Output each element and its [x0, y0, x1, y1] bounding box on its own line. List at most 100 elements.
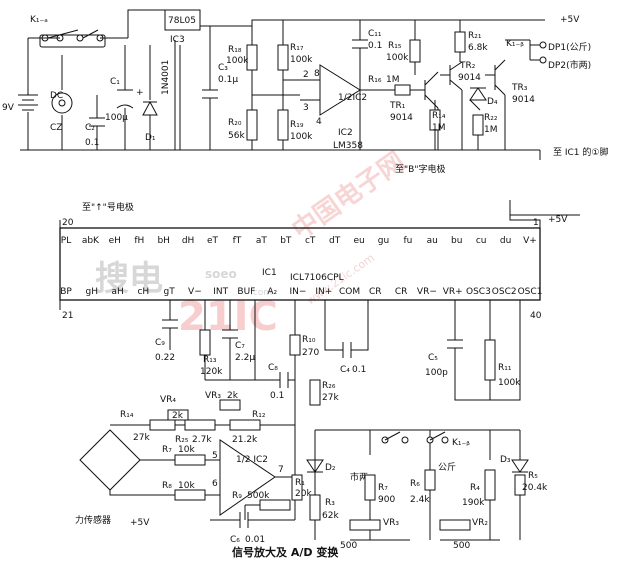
- ic1-top-pin-4: bH: [157, 236, 169, 246]
- diode-d1: [142, 100, 158, 116]
- label-r12-val: 21.2k: [232, 435, 258, 445]
- label-r21: R₂₁: [468, 31, 482, 41]
- label-c11: C₁₁: [368, 29, 382, 39]
- label-plus5v-ic: +5V: [548, 215, 568, 225]
- label-tr2: TR₂: [459, 61, 476, 71]
- label-sensor: 力传感器: [75, 514, 111, 526]
- resistor-r17: [277, 44, 289, 71]
- resistor-r21: [454, 31, 466, 53]
- label-c7-val: 2.2μ: [235, 353, 255, 363]
- label-c2-val: 0.1: [85, 138, 99, 148]
- label-r21-val: 6.8k: [468, 43, 488, 53]
- label-r4: R₄: [470, 483, 480, 493]
- ic1-bottom-pin-7: BUF: [237, 287, 255, 297]
- label-r18: R₁₈: [228, 45, 242, 55]
- resistor-r3: [309, 494, 321, 521]
- label-r17-val: 100k: [290, 55, 313, 65]
- capacitor-c6: [239, 512, 249, 528]
- battery: [18, 94, 38, 111]
- label-dp1: DP1(公斤): [548, 42, 591, 53]
- label-r3: R₃: [325, 498, 335, 508]
- label-r7-bottom-val: 10k: [178, 445, 195, 455]
- ic1-bottom-pin-9: IN−: [290, 287, 307, 297]
- resistor-r19: [277, 109, 289, 141]
- label-r15-val: 100k: [386, 53, 409, 63]
- label-tr1: TR₁: [389, 101, 406, 111]
- pot-vr4: [167, 409, 189, 421]
- ic1-body: [59, 227, 541, 301]
- label-r14-top-val: 1M: [432, 123, 446, 133]
- ic1-top-pin-12: eu: [353, 236, 364, 246]
- label-r25-val: 2.7k: [192, 435, 212, 445]
- resistor-r12: [229, 419, 261, 431]
- label-c4: C₄: [340, 365, 350, 375]
- capacitor-c2: [89, 117, 105, 127]
- ic1-top-pin-10: cT: [305, 236, 316, 246]
- label-vr3a: VR₃: [205, 391, 221, 401]
- watermark-digits: 21IC: [178, 294, 278, 340]
- label-c4-val: 0.1: [352, 365, 366, 375]
- label-r15: R₁₅: [388, 41, 402, 51]
- resistor-r11: [484, 339, 496, 381]
- resistor-r14-top: [429, 109, 441, 131]
- label-c8-val: 0.1: [270, 391, 284, 401]
- label-op-pin2: 2: [303, 70, 309, 80]
- label-r3-val: 62k: [322, 511, 339, 521]
- resistor-r14-bottom: [149, 419, 176, 431]
- ic1-bottom-pin-8: A₂: [267, 287, 277, 297]
- label-r16: R₁₆: [368, 75, 382, 85]
- label-vr3a-val: 2k: [227, 391, 239, 401]
- label-to-ic1: 至 IC1 的①脚: [553, 146, 608, 158]
- ic1-bottom-pin-0: BP: [60, 287, 72, 297]
- ic1-bottom-pin-15: VR+: [443, 287, 463, 297]
- ic1-top-pin-3: fH: [134, 236, 144, 246]
- label-r12: R₁₂: [252, 410, 266, 420]
- label-r9: R₉: [232, 491, 242, 501]
- pot-vr2: [439, 519, 471, 531]
- resistor-r6: [424, 469, 436, 491]
- resistor-r18: [246, 44, 258, 71]
- label-r14-bottom-val: 27k: [133, 433, 150, 443]
- label-r5: R₅: [528, 471, 538, 481]
- ic1-top-pin-14: fu: [403, 236, 412, 246]
- diode-d3: [511, 459, 529, 473]
- ic1-top-pin-8: aT: [256, 236, 268, 246]
- ic1-top-pin-9: bT: [280, 236, 292, 246]
- ic1-bottom-pin-16: OSC3: [466, 287, 491, 297]
- ic1-bottom-pin-6: INT: [213, 287, 228, 297]
- resistor-r16: [394, 84, 411, 96]
- regulator-78l05: [164, 9, 201, 31]
- label-r8: R₈: [162, 481, 172, 491]
- capacitor-c1: [116, 89, 134, 109]
- label-r22-val: 1M: [484, 125, 498, 135]
- label-vr4: VR₄: [160, 395, 176, 405]
- ic1-bottom-pin-3: cH: [137, 287, 149, 297]
- label-r7-bottom: R₇: [162, 445, 172, 455]
- label-op-pin8: 8: [314, 69, 320, 79]
- capacitor-c3: [202, 89, 218, 99]
- caption: 信号放大及 A/D 变换: [232, 545, 339, 559]
- label-r10-val: 270: [302, 348, 319, 358]
- label-r1: R₁: [295, 478, 305, 488]
- label-r22: R₂₂: [484, 113, 498, 123]
- label-k1b-top: K₁₋ᵦ: [506, 39, 524, 49]
- ic1-bottom-pin-12: CR: [369, 287, 382, 297]
- label-lm358: LM358: [333, 141, 363, 151]
- resistor-r9: [259, 499, 291, 511]
- ic1-bottom-pin-14: VR−: [417, 287, 437, 297]
- label-pin21: 21: [62, 311, 73, 321]
- label-ic2: IC2: [338, 128, 353, 138]
- label-r5-val: 20.4k: [522, 483, 548, 493]
- label-pin1: 1: [533, 218, 539, 228]
- resistor-r13: [199, 329, 211, 356]
- label-r17: R₁₇: [290, 43, 304, 53]
- resistor-r5: [514, 474, 526, 496]
- label-ic1-part: ICL7106CPL: [290, 273, 344, 283]
- power-switch: [39, 29, 106, 48]
- label-tr1-part: 9014: [390, 113, 413, 123]
- label-r1-val: 20k: [295, 489, 312, 499]
- diode-d2: [306, 459, 324, 473]
- capacitor-c7: [222, 329, 238, 339]
- ic1-top-pin-16: bu: [451, 236, 462, 246]
- resistor-r20: [246, 109, 258, 141]
